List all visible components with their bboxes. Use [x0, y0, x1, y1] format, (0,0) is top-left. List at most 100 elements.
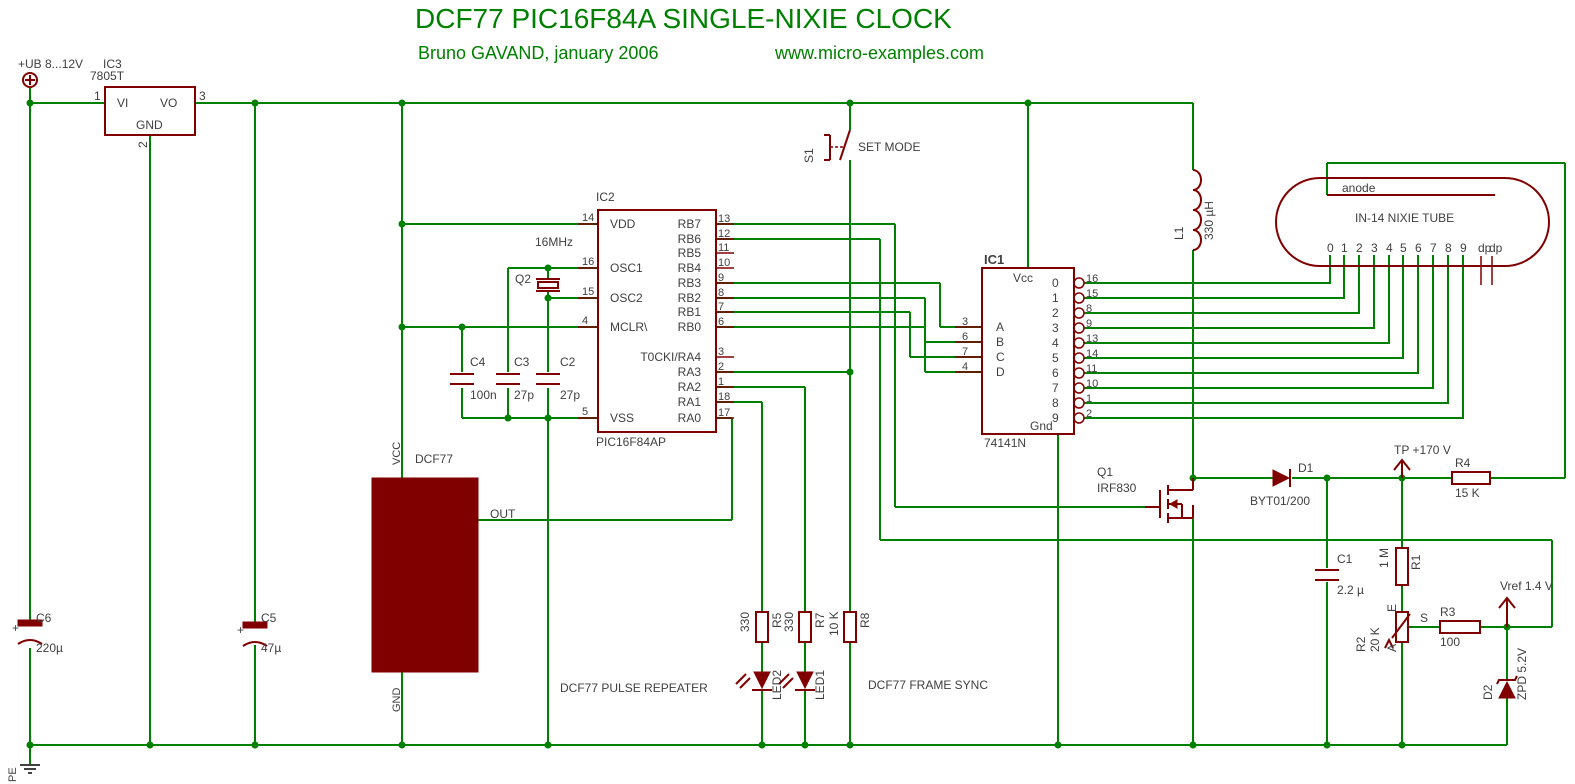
- pulse-repeater-label: DCF77 PULSE REPEATER: [560, 681, 708, 695]
- nixie-pin-label: 3: [1371, 241, 1378, 255]
- led2: LED2: [735, 670, 784, 700]
- decoder-nixie-wire: [1084, 255, 1404, 359]
- led1: LED1: [778, 670, 827, 700]
- ic2-right-pin-number: 11: [718, 242, 729, 254]
- ic1-output-bubble: [1073, 277, 1085, 289]
- ic3-pin1: 1: [94, 89, 101, 103]
- capacitor-c5: + C5 47µ: [237, 611, 281, 655]
- ic1-output-bubble: [1073, 382, 1085, 394]
- nixie-anode-label: anode: [1342, 181, 1376, 195]
- nixie-pin-label: 8: [1445, 241, 1452, 255]
- ic1-output-pin-number: 15: [1086, 288, 1098, 300]
- junction-dots: [26, 99, 1511, 749]
- resistor-r1: 1 M R1: [1377, 547, 1423, 586]
- c5-name: C5: [261, 611, 277, 625]
- r7-value: 330: [782, 612, 796, 632]
- r5-value: 330: [738, 612, 752, 632]
- r1-name: R1: [1409, 554, 1423, 570]
- website-label: www.micro-examples.com: [774, 43, 984, 63]
- ic3-gnd: GND: [136, 118, 163, 132]
- d1-name: D1: [1298, 461, 1314, 475]
- ic2-right-pin-name: RB5: [678, 246, 702, 260]
- ic1-output-digit: 4: [1052, 336, 1059, 350]
- ic1-output-digit: 5: [1052, 351, 1059, 365]
- d2-name: D2: [1481, 684, 1495, 700]
- c3-name: C3: [514, 355, 530, 369]
- ic1-output-digit: 3: [1052, 321, 1059, 335]
- ic1-input-pin-number: 6: [962, 331, 968, 343]
- ic2-left-pin-number: 15: [582, 286, 594, 298]
- nixie-pin-label: 1: [1341, 241, 1348, 255]
- capacitor-c4: C4 100n: [450, 355, 497, 402]
- ic1-part: 74141N: [984, 436, 1026, 450]
- nixie-pin-label: dp: [1489, 241, 1503, 255]
- ground-label: PE: [7, 767, 19, 782]
- ic2-right-pin-number: 12: [718, 228, 730, 240]
- diode-d1: D1 BYT01/200: [1250, 461, 1314, 508]
- ic2-right-pin-name: RB3: [678, 276, 702, 290]
- c2-value: 27p: [560, 388, 580, 402]
- r3-value: 100: [1440, 635, 1460, 649]
- r8-value: 10 K: [827, 611, 841, 636]
- crystal-frequency: 16MHz: [535, 235, 573, 249]
- q2-name: Q2: [515, 272, 531, 286]
- r2-name: R2: [1354, 636, 1368, 652]
- ic1-output-pin-number: 10: [1086, 378, 1098, 390]
- author-label: Bruno GAVAND, january 2006: [418, 43, 658, 63]
- ic1-input-pin-name: C: [996, 350, 1005, 364]
- nixie-pin-label: 2: [1356, 241, 1363, 255]
- ic1-output-digit: 1: [1052, 291, 1059, 305]
- ic2-right-pin-number: 7: [718, 301, 724, 313]
- decoder-nixie-wire: [1084, 255, 1375, 329]
- ic2-right-pin-name: RA2: [678, 380, 702, 394]
- ic2-right-pins: 13RB712RB611RB510RB49RB38RB27RB16RB03T0C…: [640, 213, 734, 425]
- decoder-nixie-wire: [1084, 255, 1464, 419]
- r4-name: R4: [1455, 456, 1471, 470]
- nixie-pin-label: 9: [1460, 241, 1467, 255]
- s1-name: S1: [802, 148, 816, 163]
- ic1-output-digit: 0: [1052, 276, 1059, 290]
- c1-name: C1: [1337, 552, 1353, 566]
- r2-a: A: [1385, 644, 1399, 652]
- r7-name: R7: [813, 612, 827, 628]
- ic2-right-pin-name: RB2: [678, 291, 702, 305]
- c6-value: 220µ: [36, 641, 63, 655]
- resistor-r3: R3 100: [1439, 605, 1481, 649]
- vref-arrow: Vref 1.4 V: [1498, 579, 1553, 627]
- ic1-output-pin-number: 9: [1086, 318, 1092, 330]
- r2-e: E: [1385, 604, 1399, 612]
- ic2-name: IC2: [596, 190, 615, 204]
- ic2-left-pin-number: 16: [582, 256, 594, 268]
- ic2-left-pin-name: VSS: [610, 411, 634, 425]
- ic2-right-pin-name: RB7: [678, 217, 702, 231]
- switch-s1: S1 SET MODE: [802, 129, 920, 163]
- ic1-output-digit: 2: [1052, 306, 1059, 320]
- ic1-output-pin-number: 11: [1086, 363, 1097, 375]
- ic1-vcc: Vcc: [1013, 271, 1033, 285]
- ic1-output-pin-number: 13: [1086, 333, 1098, 345]
- s1-label: SET MODE: [858, 140, 920, 154]
- ic3-pin2: 2: [136, 141, 150, 148]
- crystal-q2: Q2 16MHz: [515, 235, 573, 292]
- c6-name: C6: [36, 611, 52, 625]
- ic3-name: IC3: [103, 57, 122, 71]
- potentiometer-r2: R2 20 K E A S: [1354, 604, 1428, 652]
- ic1-output-bubble: [1073, 367, 1085, 379]
- capacitor-c6: + C6 220µ: [12, 611, 63, 655]
- ic2-right-pin-name: RB1: [678, 305, 702, 319]
- nixie-pin-label: dp: [1478, 241, 1492, 255]
- ic1-input-pin-number: 3: [962, 316, 968, 328]
- nixie-pin-label: 4: [1386, 241, 1393, 255]
- decoder-nixie-wire: [1084, 255, 1345, 299]
- dcf77-gnd: GND: [391, 688, 403, 713]
- ic2-right-pin-name: RB0: [678, 320, 702, 334]
- ic1-input-pin-name: A: [996, 320, 1004, 334]
- ic1-name: IC1: [984, 252, 1004, 267]
- ic2-right-pin-number: 6: [718, 316, 724, 328]
